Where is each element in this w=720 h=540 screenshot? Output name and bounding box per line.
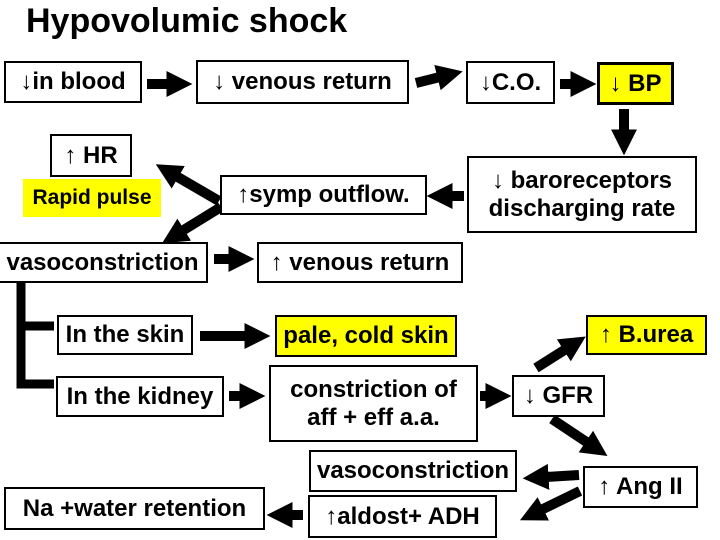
node-in-blood: ↓in blood xyxy=(4,61,142,103)
arrow-gfr-to-burea xyxy=(533,336,586,373)
node-decreased-co: ↓C.O. xyxy=(466,61,555,104)
node-decreased-gfr: ↓ GFR xyxy=(512,375,605,417)
node-aldost-adh: ↑aldost+ ADH xyxy=(308,495,497,538)
node-decreased-bp: ↓ BP xyxy=(597,62,674,105)
node-increased-venous-return: ↑ venous return xyxy=(257,242,463,283)
node-in-the-skin: In the skin xyxy=(57,315,193,355)
arrow-gfr-to-angii xyxy=(549,414,608,456)
node-decreased-venous-return: ↓ venous return xyxy=(196,60,409,104)
arrow-venousreturn-to-co xyxy=(414,65,463,91)
node-vasoconstriction-1: vasoconstriction xyxy=(0,242,208,283)
node-symp-outflow: ↑symp outflow. xyxy=(220,175,427,215)
node-increased-ang-ii: ↑ Ang II xyxy=(583,466,698,508)
node-baroreceptors: ↓ baroreceptors discharging rate xyxy=(467,156,697,233)
slide-title: Hypovolumic shock xyxy=(26,2,348,40)
arrow-symp-to-hr xyxy=(155,164,222,206)
arrow-angii-to-aldost xyxy=(519,486,583,521)
arrow-symp-to-vasoconstriction xyxy=(162,202,224,244)
connector-vasoconstriction-tree xyxy=(16,283,54,389)
node-increased-hr: ↑ HR xyxy=(50,134,132,177)
node-in-the-kidney: In the kidney xyxy=(56,376,224,417)
node-na-water-retention: Na +water retention xyxy=(4,487,265,530)
baroreceptors-line2: discharging rate xyxy=(488,194,676,222)
node-pale-cold-skin: pale, cold skin xyxy=(275,315,457,357)
constriction-line2: aff + eff a.a. xyxy=(307,403,440,431)
arrow-angii-to-vasoconstriction2 xyxy=(522,463,580,490)
node-vasoconstriction-2: vasoconstriction xyxy=(309,450,517,492)
node-increased-b-urea: ↑ B.urea xyxy=(586,315,707,355)
constriction-line1: constriction of xyxy=(290,375,457,403)
baroreceptors-line1: ↓ baroreceptors xyxy=(491,166,673,194)
node-constriction-aff-eff: constriction of aff + eff a.a. xyxy=(269,365,478,442)
node-rapid-pulse: Rapid pulse xyxy=(23,179,161,217)
